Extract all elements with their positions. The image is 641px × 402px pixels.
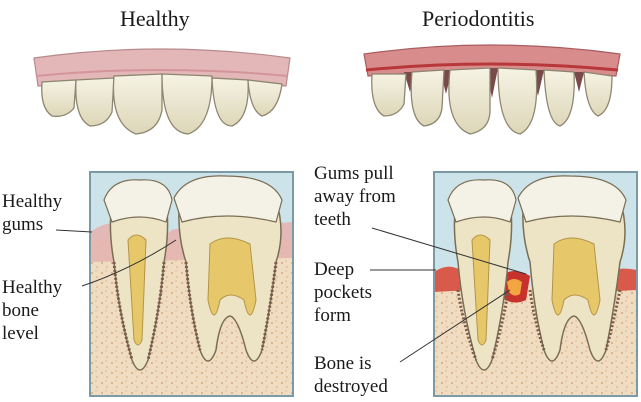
leader-gums-pull <box>371 227 527 275</box>
healthy-teeth-front-view <box>33 48 291 135</box>
healthy-cross-section <box>90 172 293 396</box>
periodontitis-panel-frame <box>433 171 638 397</box>
healthy-panel-frame <box>89 171 294 397</box>
label-gums-pull-away: Gums pull away from teeth <box>314 163 396 230</box>
label-deep-pockets-form: Deep pockets form <box>314 259 373 326</box>
periodontitis-title: Periodontitis <box>422 6 535 31</box>
periodontitis-cross-section <box>434 172 637 396</box>
label-bone-destroyed: Bone is destroyed <box>314 353 388 397</box>
periodontitis-teeth-front-view <box>363 44 621 135</box>
leader-healthy-gums <box>55 229 93 233</box>
leader-bone-destroyed <box>399 289 511 363</box>
label-healthy-bone-level: Healthy bone level <box>2 277 63 344</box>
label-healthy-gums: Healthy gums <box>2 191 63 235</box>
leader-healthy-bone <box>81 239 177 287</box>
healthy-title: Healthy <box>120 6 190 31</box>
